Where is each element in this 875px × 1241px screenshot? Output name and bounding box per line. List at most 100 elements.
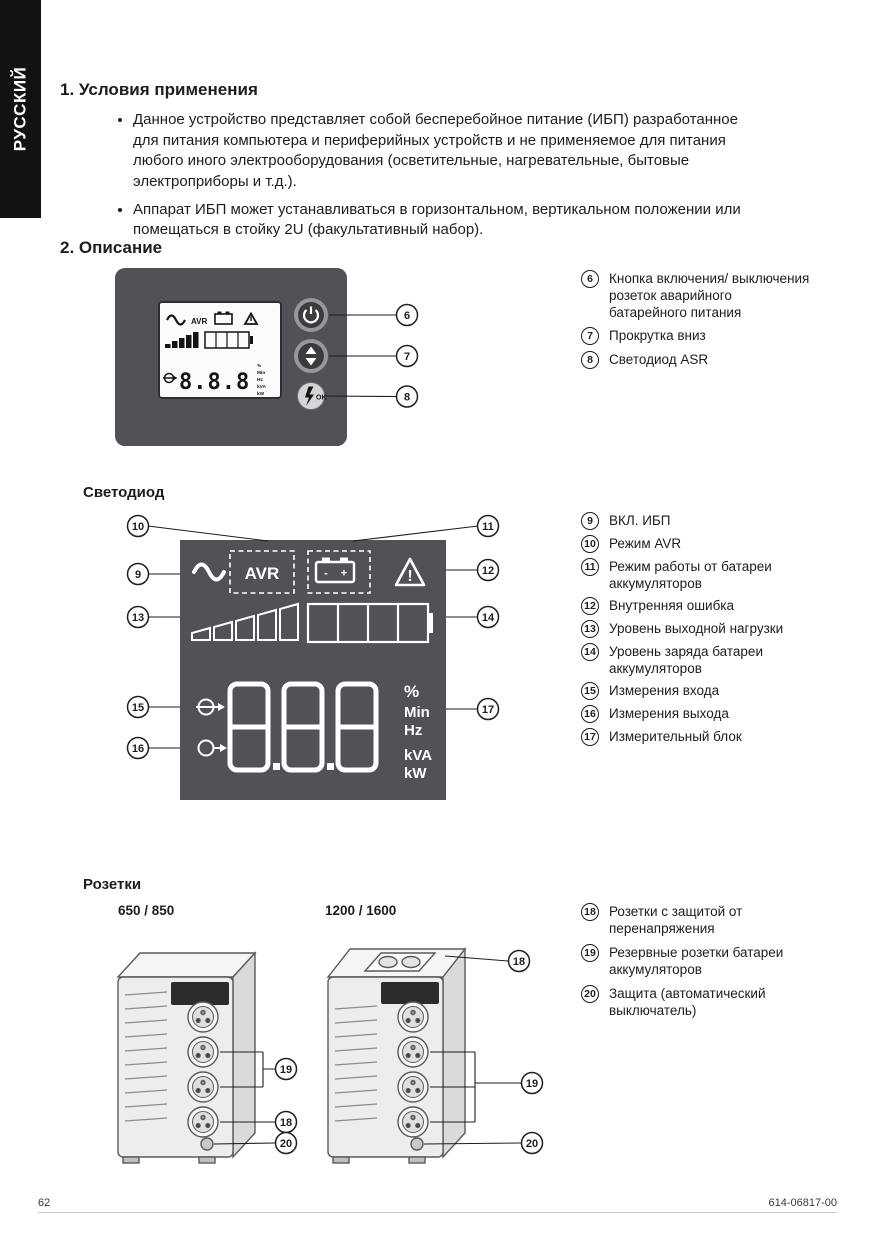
lcd-units: % Min Hz kVA kW (257, 363, 267, 397)
lcd-battery-gauge (204, 331, 253, 349)
svg-text:7: 7 (404, 351, 410, 363)
load-level-gauge (191, 602, 299, 641)
language-tab: РУССКИЙ (0, 0, 41, 218)
svg-text:%: % (404, 682, 419, 701)
svg-text:Min: Min (404, 704, 430, 721)
callout-11: 11 (476, 514, 500, 538)
outlets-leader-lines (213, 955, 522, 1145)
legend-text: Резервные розетки батареи аккумуляторов (609, 945, 784, 977)
svg-text:kW: kW (257, 391, 265, 397)
legend-text: Защита (автоматический выключатель) (609, 986, 766, 1018)
callout-19-right: 19 (520, 1071, 544, 1095)
top-outlet (401, 955, 421, 969)
lcd-value: 8.8.8 (179, 370, 250, 395)
power-outlet (397, 1001, 429, 1033)
svg-text:11: 11 (482, 521, 494, 533)
panel-lcd: AVR 8.8.8 (158, 301, 282, 399)
led-display-diagram: AVR - + ! (126, 514, 500, 800)
legend-text: Режим AVR (609, 536, 682, 551)
svg-text:10: 10 (132, 521, 144, 533)
legend-item: 20 Защита (автоматический выключатель) (581, 985, 813, 1019)
svg-text:kVA: kVA (404, 747, 432, 764)
power-button (294, 298, 328, 332)
document-reference: 614-06817-00 (768, 1197, 837, 1209)
power-outlet (187, 1071, 219, 1103)
foot (122, 1156, 140, 1164)
top-outlet (378, 955, 398, 969)
callout-20-right: 20 (520, 1131, 544, 1155)
callout-18-left: 18 (274, 1110, 298, 1134)
svg-text:kVA: kVA (257, 384, 267, 390)
callout-number: 16 (581, 705, 599, 723)
svg-text:9: 9 (135, 569, 141, 581)
outlets-diagram: 19 18 20 18 19 20 (116, 946, 544, 1164)
svg-text:6: 6 (404, 310, 410, 322)
svg-text:17: 17 (482, 704, 494, 716)
seven-segment-digits (227, 681, 379, 773)
svg-text:19: 19 (526, 1078, 538, 1090)
legend-text: Прокрутка вниз (609, 328, 706, 343)
legend-item: 12 Внутренняя ошибка (581, 597, 813, 615)
svg-text:18: 18 (280, 1117, 292, 1129)
callout-number: 20 (581, 985, 599, 1003)
vents (334, 1005, 378, 1122)
led-heading: Светодиод (83, 484, 165, 501)
decimal-point (327, 763, 334, 770)
warning-icon: ! (394, 557, 426, 587)
vents (124, 991, 168, 1122)
label-patch (171, 982, 229, 1005)
legend-item: 6 Кнопка включения/ выключения розеток а… (581, 270, 813, 321)
callout-17: 17 (476, 697, 500, 721)
sine-wave-icon (166, 314, 186, 326)
battery-icon: - + (314, 557, 356, 584)
ok-label: OK (316, 395, 327, 402)
output-icon (197, 739, 227, 757)
callout-6: 6 (395, 303, 419, 327)
condition-bullet: Аппарат ИБП может устанавливаться в гори… (133, 200, 760, 241)
callout-8: 8 (395, 385, 419, 408)
model-label-650-850: 650 / 850 (118, 903, 175, 918)
section-conditions-title: 1. Условия применения (60, 80, 258, 99)
legend-item: 7 Прокрутка вниз (581, 327, 813, 345)
section-conditions: 1. Условия применения Данное устройство … (60, 80, 810, 248)
callout-number: 13 (581, 620, 599, 638)
panel-legend: 6 Кнопка включения/ выключения розеток а… (581, 270, 813, 375)
input-icon (196, 698, 225, 716)
svg-text:+: + (341, 568, 347, 580)
power-icon (302, 309, 320, 324)
avr-dashed-box (229, 550, 295, 594)
callout-18-right: 18 (507, 949, 531, 973)
callout-number: 12 (581, 597, 599, 615)
legend-text: Режим работы от батареи аккумуляторов (609, 559, 772, 591)
arrow-up-icon (305, 346, 317, 354)
led-leader-lines (147, 525, 479, 749)
callout-15: 15 (126, 695, 150, 719)
section-description-title: 2. Описание (60, 238, 163, 257)
ups-650-850 (116, 951, 257, 1164)
svg-text:Hz: Hz (257, 377, 263, 383)
svg-text:16: 16 (132, 743, 144, 755)
power-outlet (397, 1071, 429, 1103)
model-label-1200-1600: 1200 / 1600 (325, 903, 397, 918)
language-label: РУССКИЙ (10, 66, 30, 152)
led-panel (180, 540, 446, 800)
callout-13: 13 (126, 605, 150, 629)
lcd-avr-label: AVR (191, 317, 208, 326)
legend-text: Измерительный блок (609, 729, 742, 744)
svg-text:!: ! (407, 568, 412, 585)
legend-text: Розетки с защитой от перенапряжения (609, 904, 743, 936)
display-units: % Min Hz kVA kW (404, 682, 432, 782)
foot (408, 1156, 426, 1164)
legend-text: Измерения входа (609, 683, 720, 698)
side-face (232, 951, 256, 1159)
power-outlet (397, 1106, 429, 1138)
side-face (442, 946, 466, 1159)
power-outlet (397, 1036, 429, 1068)
legend-text: Внутренняя ошибка (609, 598, 735, 613)
legend-text: Уровень заряда батареи аккумуляторов (609, 644, 763, 676)
